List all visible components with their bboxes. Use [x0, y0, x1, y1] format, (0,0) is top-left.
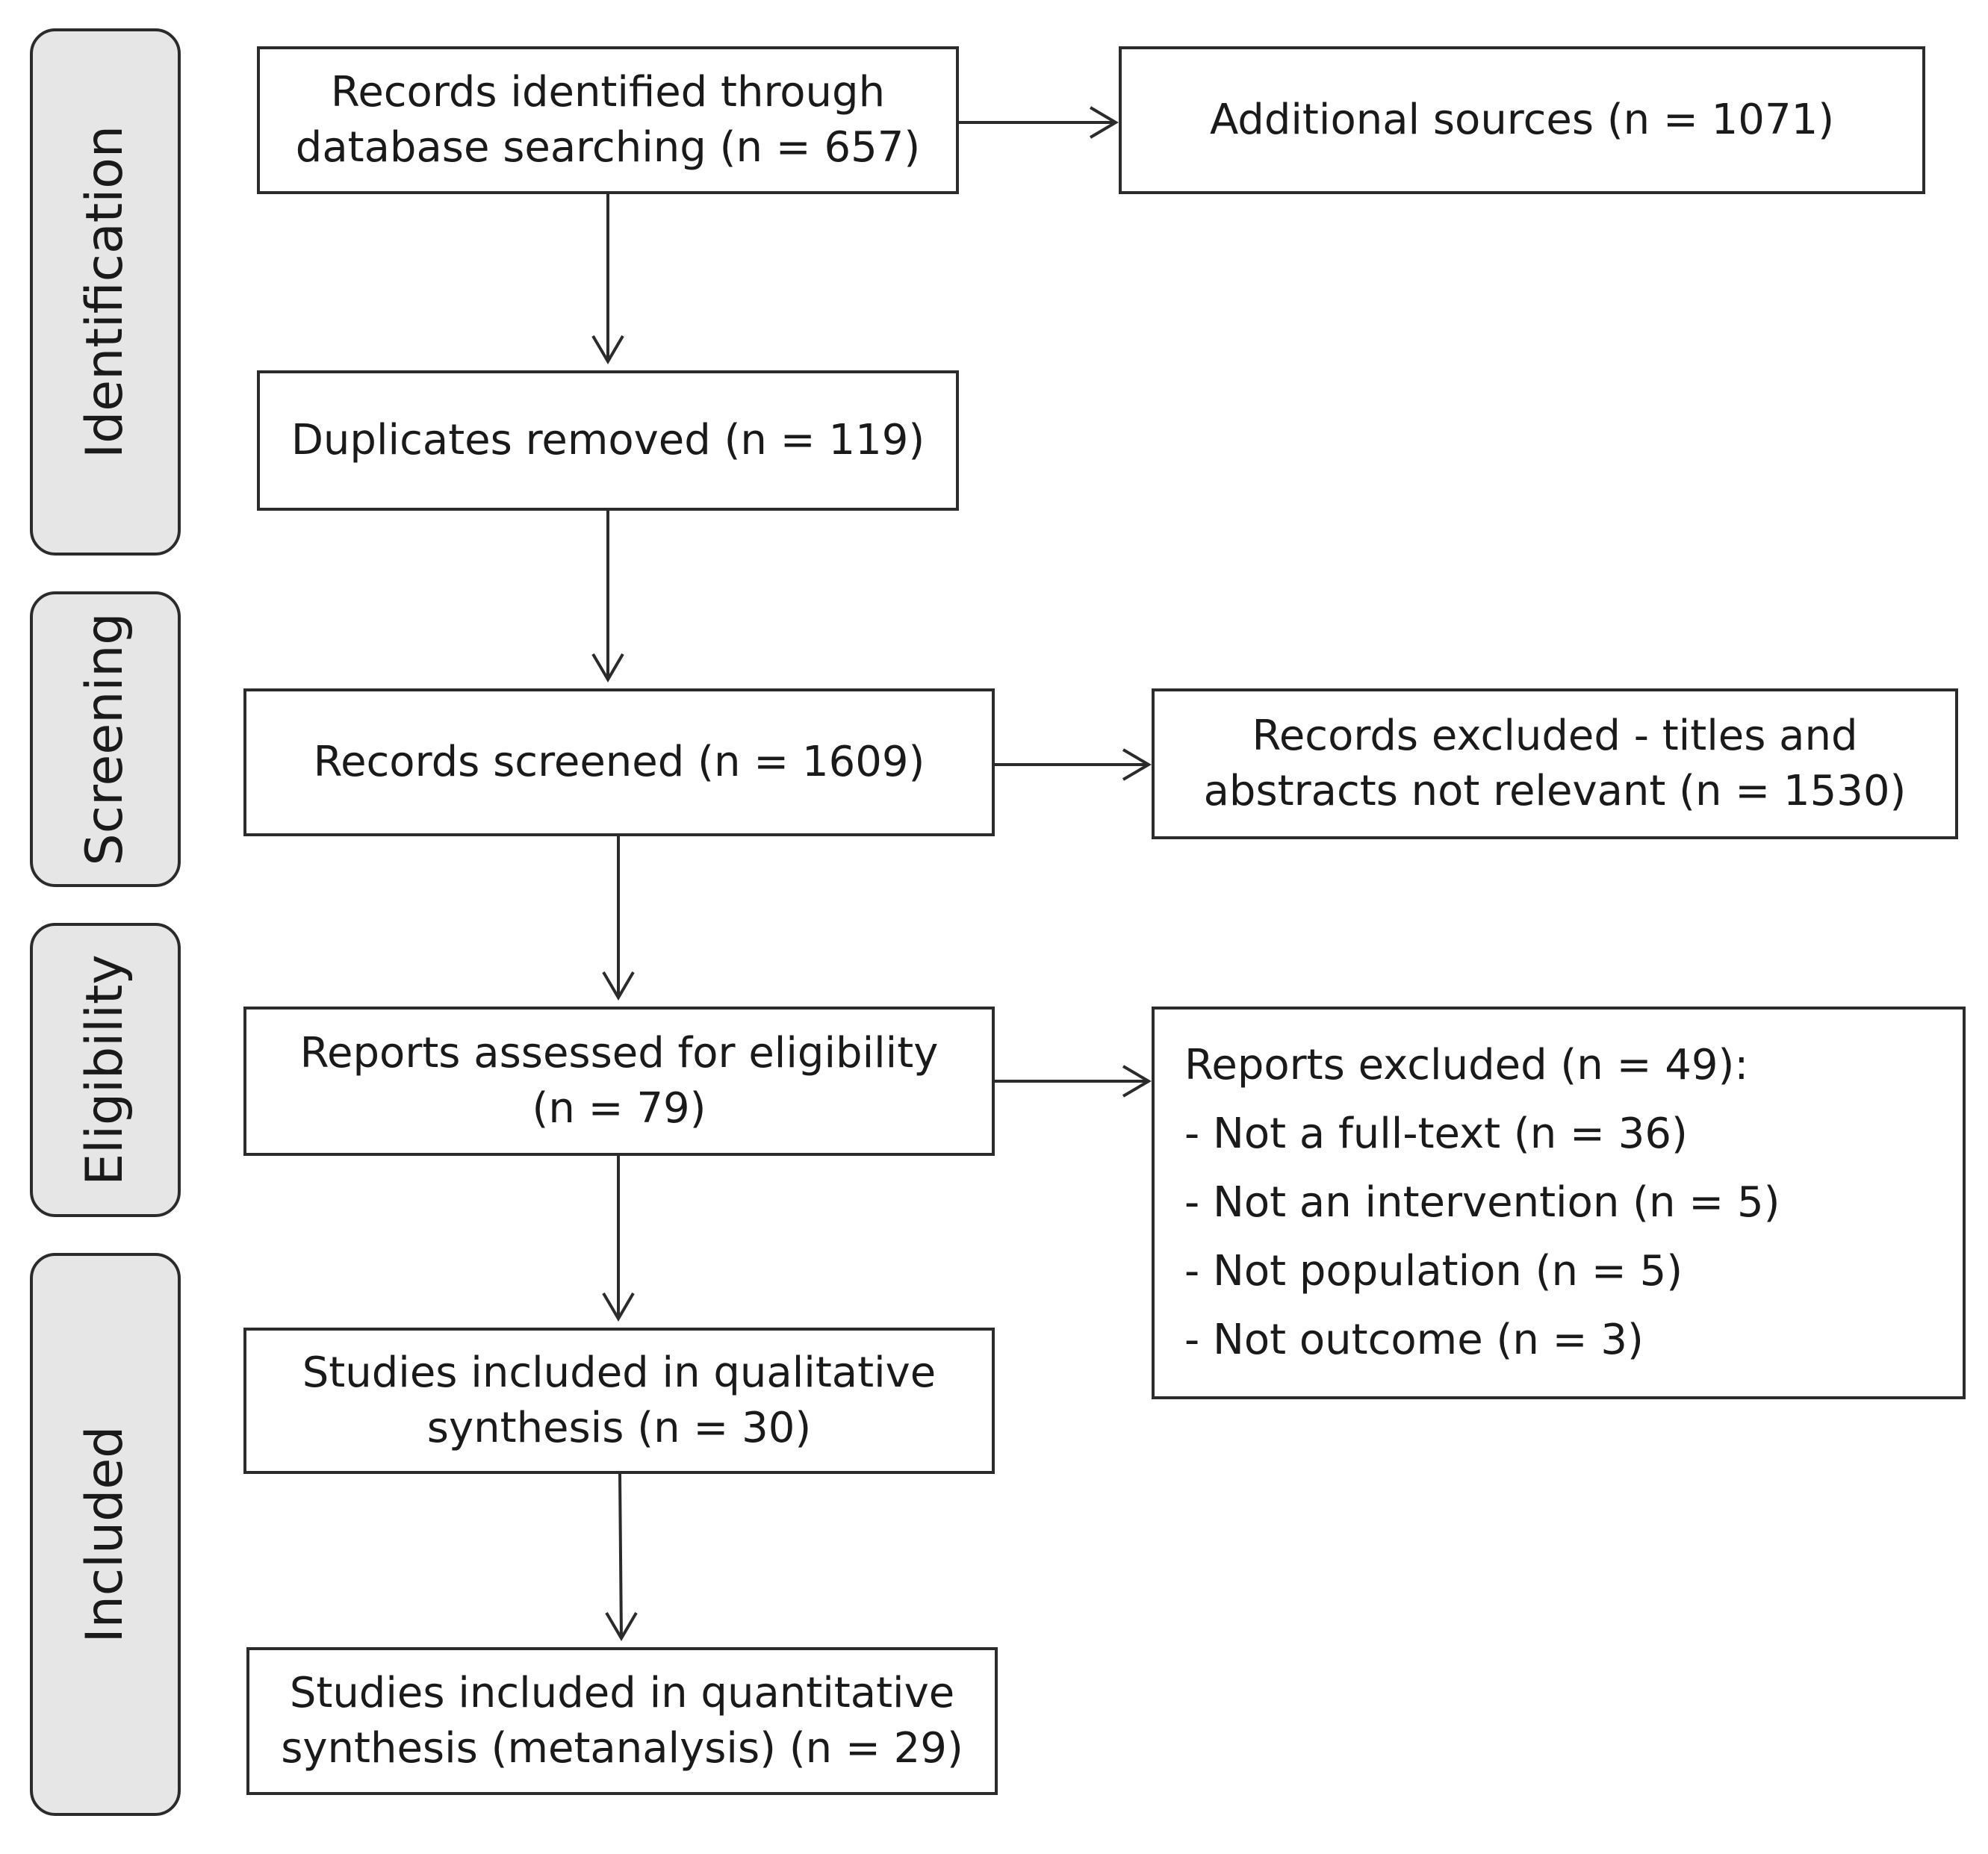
reports-excluded-item: - Not an intervention (n = 5): [1184, 1178, 1780, 1227]
qualitative-synthesis-box: Studies included in qualitative synthesi…: [243, 1328, 995, 1474]
records-identified-line-1: Records identified through: [330, 68, 886, 116]
reports-excluded-item: - Not outcome (n = 3): [1184, 1316, 1644, 1364]
arrowhead-icon: [591, 653, 624, 682]
phase-included: Included: [30, 1253, 181, 1816]
reports-assessed-box: Reports assessed for eligibility (n = 79…: [243, 1007, 995, 1156]
quantitative-synthesis-box: Studies included in quantitative synthes…: [246, 1647, 998, 1795]
arrowhead-icon: [1122, 1065, 1152, 1098]
additional-sources-line-1: Additional sources (n = 1071): [1209, 96, 1835, 144]
arrowhead-icon: [1089, 106, 1119, 139]
arrowhead-icon: [605, 1611, 638, 1641]
quantitative-synthesis-line-2: synthesis (metanalysis) (n = 29): [281, 1724, 963, 1773]
reports-excluded-item: - Not a full-text (n = 36): [1184, 1110, 1688, 1158]
arrowhead-icon: [591, 335, 624, 364]
qualitative-synthesis-line-2: synthesis (n = 30): [426, 1404, 812, 1452]
records-excluded-line-1: Records excluded - titles and: [1252, 712, 1858, 760]
duplicates-removed-box: Duplicates removed (n = 119): [257, 370, 959, 511]
reports-assessed-line-2: (n = 79): [532, 1084, 706, 1133]
additional-sources-box: Additional sources (n = 1071): [1119, 46, 1925, 194]
arrowhead-icon: [602, 1292, 635, 1322]
reports-excluded-box: Reports excluded (n = 49): - Not a full-…: [1152, 1007, 1966, 1399]
phase-eligibility: Eligibility: [30, 923, 181, 1217]
arrowhead-icon: [1122, 748, 1152, 781]
records-identified-line-2: database searching (n = 657): [295, 123, 921, 172]
reports-assessed-line-1: Reports assessed for eligibility: [299, 1029, 939, 1077]
qualitative-synthesis-line-1: Studies included in qualitative: [302, 1348, 936, 1397]
records-excluded-line-2: abstracts not relevant (n = 1530): [1203, 767, 1907, 815]
arrow-qualitative-to-quantitative: [618, 1473, 623, 1639]
phase-identification: Identification: [30, 28, 181, 556]
records-excluded-box: Records excluded - titles and abstracts …: [1152, 688, 1958, 839]
reports-excluded-heading: Reports excluded (n = 49):: [1184, 1041, 1749, 1089]
records-screened-line-1: Records screened (n = 1609): [313, 738, 925, 786]
records-identified-box: Records identified through database sear…: [257, 46, 959, 194]
duplicates-removed-line-1: Duplicates removed (n = 119): [291, 416, 925, 464]
reports-excluded-item: - Not population (n = 5): [1184, 1247, 1683, 1295]
phase-screening: Screening: [30, 591, 181, 887]
arrowhead-icon: [602, 971, 635, 1001]
quantitative-synthesis-line-1: Studies included in quantitative: [289, 1669, 955, 1717]
records-screened-box: Records screened (n = 1609): [243, 688, 995, 836]
